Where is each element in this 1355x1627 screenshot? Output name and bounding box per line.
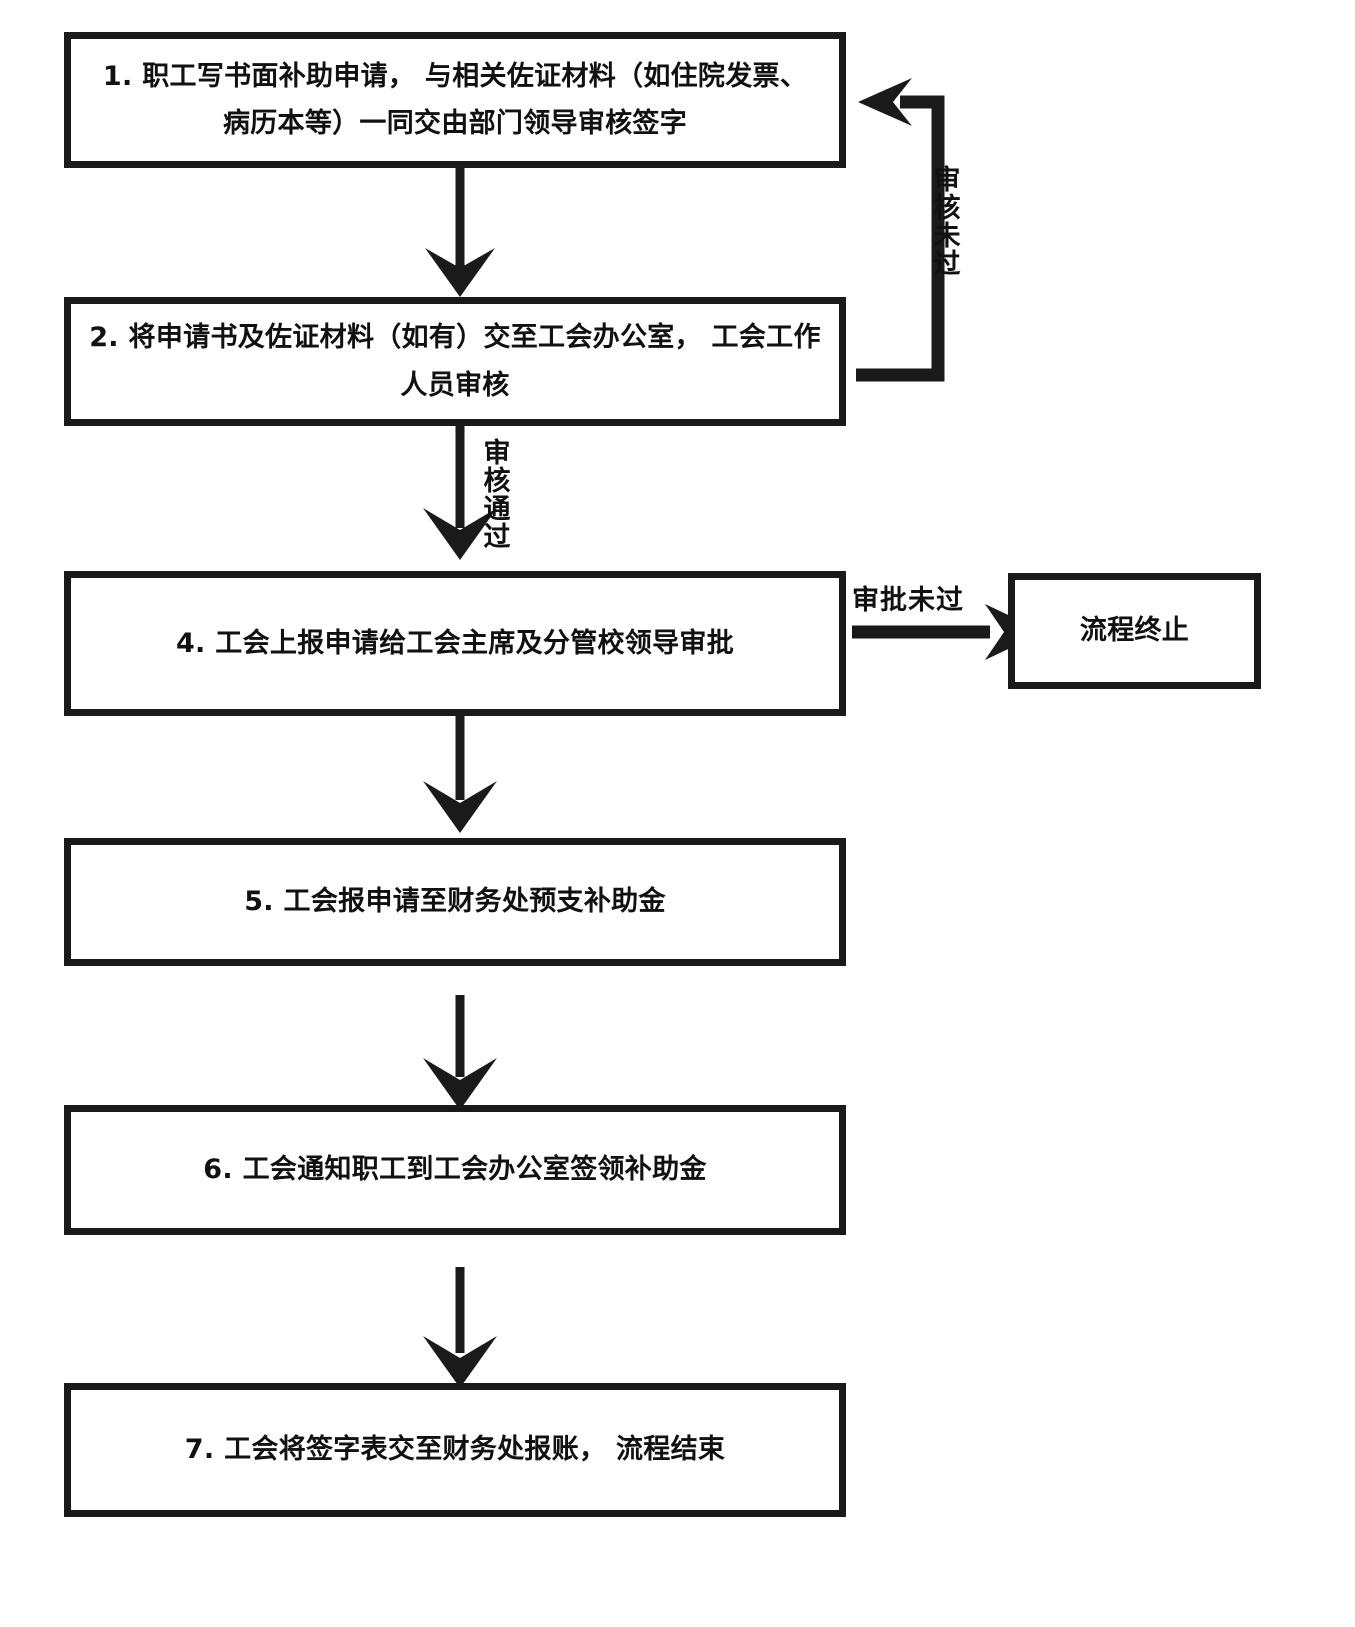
node-terminate[interactable]: 流程终止 (1008, 573, 1261, 689)
arrowhead-step6-step7 (423, 1336, 497, 1388)
node-step1[interactable]: 1. 职工写书面补助申请， 与相关佐证材料（如住院发票、 病历本等）一同交由部门… (64, 32, 846, 168)
node-step5[interactable]: 5. 工会报申请至财务处预支补助金 (64, 838, 846, 966)
node-step5-label: 5. 工会报申请至财务处预支补助金 (244, 886, 666, 918)
node-terminate-label: 流程终止 (1079, 615, 1190, 647)
connector-loop-step2-step1 (856, 95, 945, 382)
edge-label-review-failed: 审核未过 (928, 165, 960, 277)
edge-label-review-passed: 审核通过 (478, 438, 510, 550)
node-step2[interactable]: 2. 将申请书及佐证材料（如有）交至工会办公室， 工会工作 人员审核 (64, 297, 846, 426)
node-step4[interactable]: 4. 工会上报申请给工会主席及分管校领导审批 (64, 571, 846, 716)
node-step7[interactable]: 7. 工会将签字表交至财务处报账， 流程结束 (64, 1383, 846, 1517)
node-step6-label: 6. 工会通知职工到工会办公室签领补助金 (203, 1154, 707, 1186)
node-step4-label: 4. 工会上报申请给工会主席及分管校领导审批 (175, 627, 735, 659)
arrowhead-step1-step2 (425, 248, 495, 297)
node-step6[interactable]: 6. 工会通知职工到工会办公室签领补助金 (64, 1105, 846, 1235)
arrowhead-loop-step1 (858, 78, 912, 126)
node-step2-label: 2. 将申请书及佐证材料（如有）交至工会办公室， 工会工作 人员审核 (89, 322, 821, 401)
edge-label-approval-failed: 审批未过 (852, 585, 964, 616)
arrowhead-step5-step6 (423, 1058, 497, 1110)
arrowhead-step4-step5 (423, 781, 497, 833)
node-step1-label: 1. 职工写书面补助申请， 与相关佐证材料（如住院发票、 病历本等）一同交由部门… (102, 60, 808, 139)
node-step7-label: 7. 工会将签字表交至财务处报账， 流程结束 (184, 1434, 726, 1466)
